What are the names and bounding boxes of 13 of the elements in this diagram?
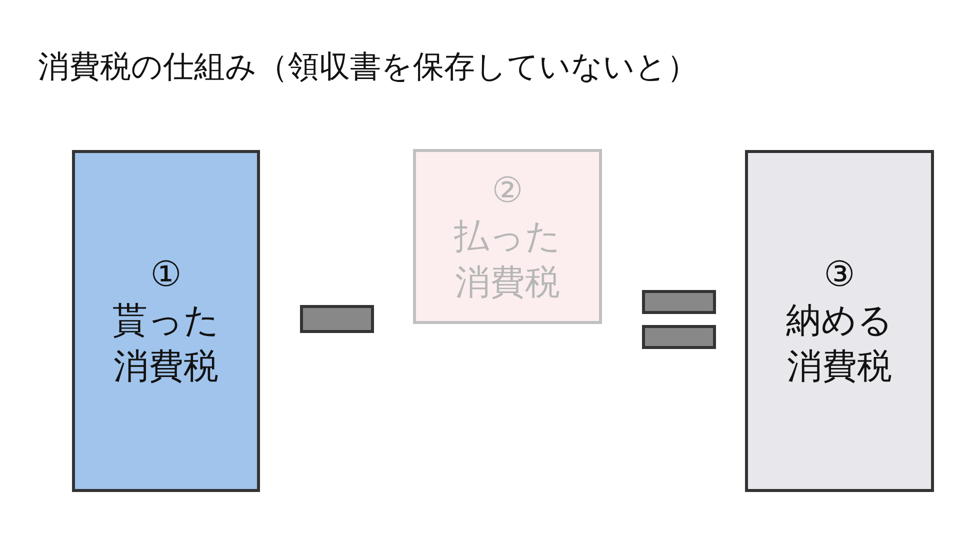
tax-box — [745, 150, 934, 492]
box-label: 払った消費税 — [453, 216, 562, 304]
circled-number: ③ — [822, 254, 856, 297]
operator-bar — [642, 325, 716, 349]
tax-box — [413, 149, 602, 324]
operator-bar — [642, 290, 716, 314]
box-label: 納める消費税 — [785, 300, 894, 389]
circled-number: ② — [490, 170, 524, 212]
title: 消費税の仕組み（領収書を保存していないと） — [38, 48, 698, 87]
circled-number: ① — [149, 254, 183, 297]
box-label: 貰った消費税 — [112, 300, 220, 389]
operator-bar — [300, 305, 374, 333]
tax-box — [72, 150, 260, 492]
